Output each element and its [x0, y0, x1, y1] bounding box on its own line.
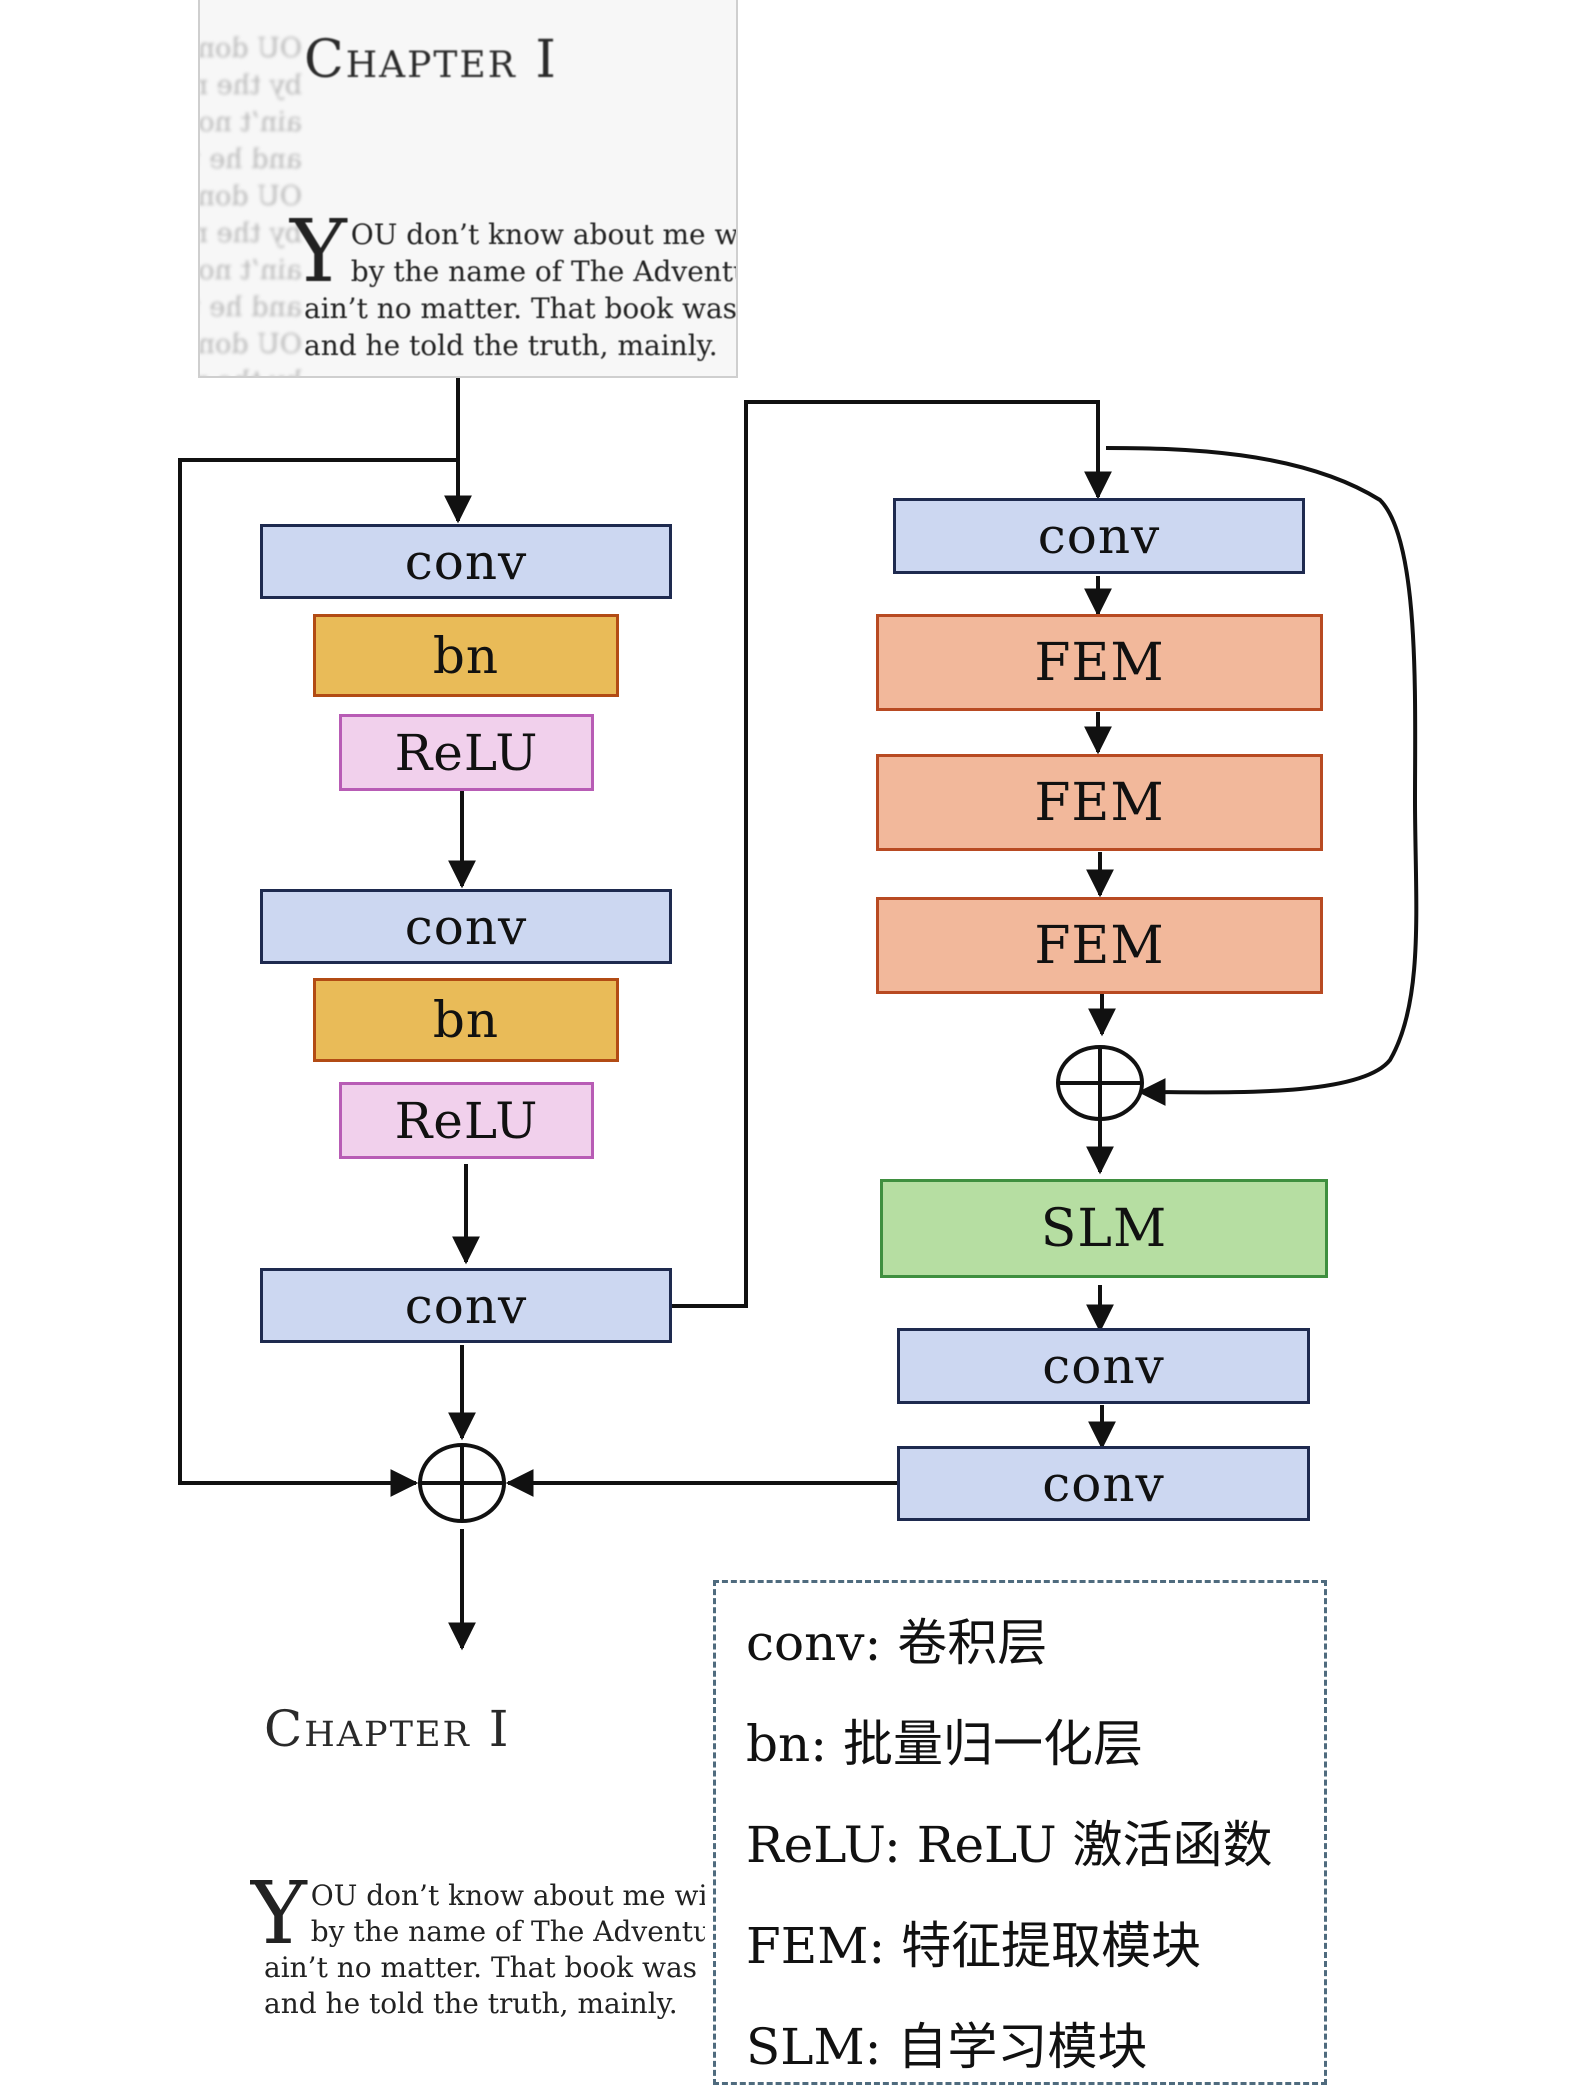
- left-bn-1: bn: [313, 614, 619, 697]
- left-conv-2: conv: [260, 889, 672, 964]
- output-chapter-heading: Chapter I: [264, 1700, 511, 1758]
- input-document-image: OU don’t know about me wi by the name of…: [198, 0, 738, 378]
- input-line-4: and he told the truth, mainly.: [304, 329, 718, 362]
- input-line-1: OU don’t know about me wi: [350, 218, 738, 251]
- fem-block-3: FEM: [876, 897, 1323, 994]
- input-line-3: ain’t no matter. That book was: [304, 292, 738, 325]
- legend-item-slm: SLM: 自学习模块: [746, 2018, 1148, 2076]
- left-relu-1: ReLU: [339, 714, 594, 791]
- bleed-through-text: OU don’t know about me wi by the name of…: [198, 33, 302, 376]
- right-conv-3: conv: [897, 1446, 1310, 1521]
- sum-node-right: [1056, 1045, 1144, 1121]
- input-body-text: Y OU don’t know about me wi by the name …: [290, 202, 738, 364]
- legend-item-conv: conv: 卷积层: [746, 1614, 1048, 1672]
- sum-node-left: [418, 1443, 506, 1523]
- left-conv-1: conv: [260, 524, 672, 599]
- left-bn-2: bn: [313, 978, 619, 1062]
- output-dropcap: Y: [250, 1864, 307, 1964]
- skip-connection-right: [1105, 446, 1419, 1107]
- fem-block-2: FEM: [876, 754, 1323, 851]
- right-conv-2: conv: [897, 1328, 1310, 1404]
- skip-connection-left: [178, 458, 458, 1497]
- input-dropcap: Y: [290, 202, 347, 302]
- output-body-text: Y OU don’t know about me wi by the name …: [250, 1864, 705, 2022]
- left-relu-2: ReLU: [339, 1082, 594, 1159]
- output-line-4: and he told the truth, mainly.: [264, 1987, 678, 2020]
- legend-item-fem: FEM: 特征提取模块: [746, 1917, 1202, 1975]
- output-document-image: Chapter I Y OU don’t know about me wi by…: [250, 1690, 705, 2030]
- bridge-left-to-right: [672, 400, 1112, 1308]
- legend-item-bn: bn: 批量归一化层: [746, 1715, 1143, 1773]
- output-line-1: OU don’t know about me wi: [310, 1879, 705, 1912]
- output-line-3: ain’t no matter. That book was: [264, 1951, 698, 1984]
- input-line-2: by the name of The Adventu: [350, 255, 738, 288]
- right-conv-1: conv: [893, 498, 1305, 574]
- input-chapter-heading: Chapter I: [304, 30, 558, 90]
- slm-block: SLM: [880, 1179, 1328, 1278]
- fem-block-1: FEM: [876, 614, 1323, 711]
- legend-box: conv: 卷积层 bn: 批量归一化层 ReLU: ReLU 激活函数 FEM…: [713, 1580, 1327, 2085]
- legend-item-relu: ReLU: ReLU 激活函数: [746, 1816, 1273, 1874]
- output-line-2: by the name of The Adventu: [310, 1915, 705, 1948]
- left-conv-3: conv: [260, 1268, 672, 1343]
